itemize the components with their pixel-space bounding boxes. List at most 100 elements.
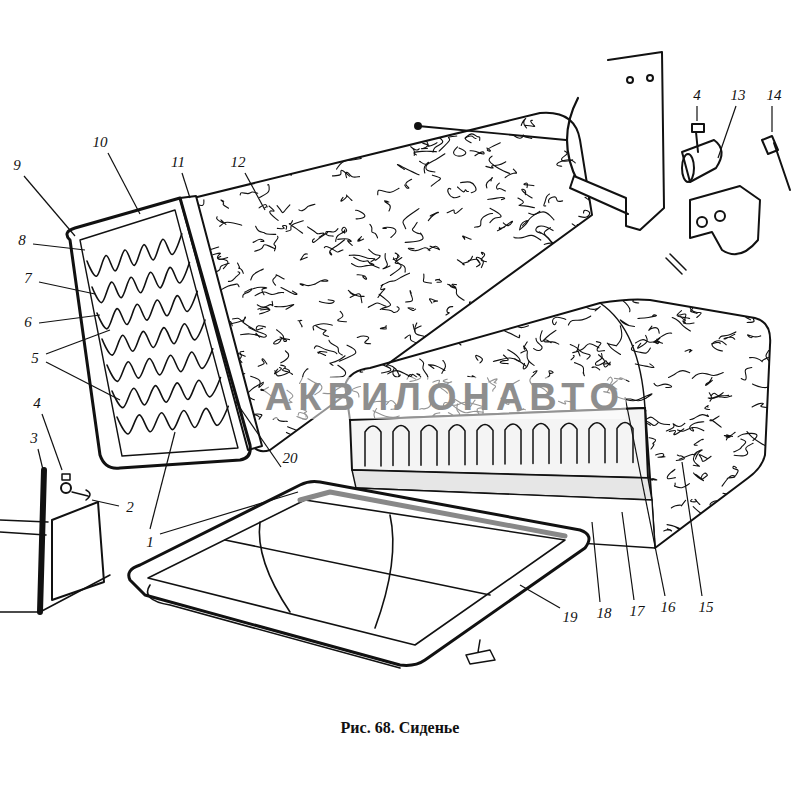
cushion-texture xyxy=(505,331,520,338)
cushion-texture xyxy=(457,187,468,192)
cushion-texture xyxy=(352,263,374,267)
callout-number: 16 xyxy=(660,599,677,616)
foam-arch xyxy=(617,422,633,462)
cushion-texture xyxy=(500,297,504,302)
cushion-texture xyxy=(300,284,315,286)
cushion-texture xyxy=(505,324,528,328)
cushion-texture xyxy=(281,365,293,374)
cushion-texture xyxy=(775,497,784,507)
cushion-texture xyxy=(664,529,672,531)
foam-arch xyxy=(477,424,493,464)
cushion-texture xyxy=(487,143,500,151)
cushion-texture xyxy=(404,321,413,327)
cushion-texture xyxy=(719,332,736,339)
cushion-texture xyxy=(731,515,742,530)
cushion-texture xyxy=(197,132,215,137)
cushion-texture xyxy=(237,263,243,273)
cushion-texture xyxy=(194,165,202,177)
callout-number: 14 xyxy=(766,87,783,104)
cushion-texture xyxy=(752,383,777,387)
cushion-texture xyxy=(469,302,475,314)
cushion-texture xyxy=(324,247,343,253)
cushion-texture xyxy=(486,162,506,168)
foam-arch xyxy=(365,426,381,466)
foam-arch xyxy=(533,424,549,464)
cushion-texture xyxy=(625,394,652,401)
callout-number: 20 xyxy=(282,450,299,467)
cushion-texture xyxy=(490,208,501,222)
cushion-texture xyxy=(357,336,370,344)
cushion-texture xyxy=(557,160,575,167)
cushion-texture xyxy=(277,225,286,229)
cushion-texture xyxy=(758,510,768,519)
cushion-texture xyxy=(266,115,283,119)
cushion-texture xyxy=(378,363,390,373)
callout-number: 4 xyxy=(32,395,42,412)
cushion-texture xyxy=(341,195,352,201)
cushion-texture xyxy=(553,317,566,325)
cushion-texture xyxy=(337,158,362,169)
cushion-texture xyxy=(463,327,473,335)
cushion-texture xyxy=(470,151,484,156)
cushion-texture xyxy=(318,351,327,355)
cushion-texture xyxy=(274,236,278,251)
cushion-texture xyxy=(330,365,345,377)
cushion-texture xyxy=(316,326,329,337)
cushion-texture xyxy=(770,359,777,363)
cushion-texture xyxy=(691,300,698,314)
cushion-texture xyxy=(465,136,476,143)
cushion-texture xyxy=(365,136,384,139)
callout-number: 17 xyxy=(629,603,646,620)
cushion-texture xyxy=(667,542,677,558)
cushion-texture xyxy=(767,472,773,475)
cushion-texture xyxy=(598,355,610,367)
cushion-texture xyxy=(667,469,675,478)
cushion-texture xyxy=(191,169,215,174)
cushion-texture xyxy=(360,369,364,372)
cushion-texture xyxy=(243,289,252,298)
cushion-texture xyxy=(724,334,735,339)
cushion-texture xyxy=(356,210,365,219)
cushion-texture xyxy=(319,101,337,111)
cushion-texture xyxy=(269,206,278,220)
cushion-texture xyxy=(723,493,749,499)
cushion-texture xyxy=(221,200,229,208)
cushion-texture xyxy=(638,335,648,348)
cushion-texture xyxy=(336,230,345,241)
cushion-texture xyxy=(578,106,586,113)
cushion-texture xyxy=(735,296,748,301)
foam-arch xyxy=(421,425,437,465)
cushion-texture xyxy=(347,362,353,366)
cushion-texture xyxy=(481,252,486,261)
cushion-texture xyxy=(273,275,284,285)
cushion-texture xyxy=(448,284,464,300)
cushion-texture xyxy=(450,284,457,288)
cushion-texture xyxy=(345,137,355,144)
callout-number: 7 xyxy=(23,270,33,287)
cushion-texture xyxy=(649,438,655,449)
cushion-texture xyxy=(280,140,287,148)
cushion-texture xyxy=(752,539,762,553)
cushion-texture xyxy=(380,326,386,329)
cushion-texture xyxy=(679,454,694,459)
cushion-texture xyxy=(357,275,367,279)
cushion-texture xyxy=(694,439,703,445)
callout-number: 10 xyxy=(92,134,109,151)
cushion-texture xyxy=(706,377,713,385)
spring xyxy=(107,349,213,382)
cushion-texture xyxy=(465,292,470,299)
callout-number: 6 xyxy=(23,314,33,331)
seat-frame xyxy=(129,481,589,665)
callout-number: 19 xyxy=(562,609,579,626)
cushion-texture xyxy=(525,120,534,126)
cushion-texture xyxy=(193,118,204,123)
cushion-texture xyxy=(317,149,338,162)
cushion-texture xyxy=(368,303,386,307)
cushion-texture xyxy=(667,525,681,530)
callout-number: 15 xyxy=(698,599,715,616)
cushion-texture xyxy=(514,235,541,240)
cushion-texture xyxy=(584,147,593,161)
cushion-texture xyxy=(327,118,342,132)
cushion-texture xyxy=(447,339,457,342)
callout-number: 13 xyxy=(730,87,747,104)
